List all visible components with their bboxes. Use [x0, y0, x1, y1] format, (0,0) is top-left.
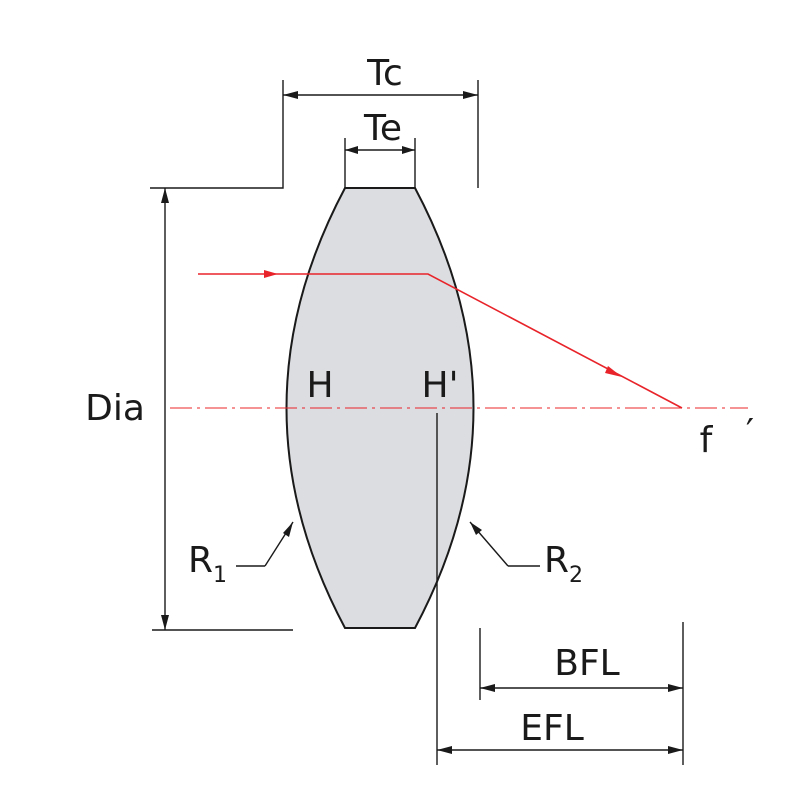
te-dimension	[344, 138, 416, 188]
focal-point-label: f	[700, 420, 714, 461]
r1-leader	[236, 521, 294, 567]
bfl-dimension	[479, 622, 684, 765]
ray-arrow-refracted	[605, 366, 622, 377]
r2-label: R2	[544, 540, 583, 588]
ray-arrow-incoming	[264, 270, 278, 278]
dia-label: Dia	[85, 388, 145, 429]
te-label: Te	[363, 108, 402, 149]
h-prime-label: H'	[422, 365, 459, 406]
efl-dimension	[437, 746, 683, 754]
h-label: H	[306, 365, 333, 406]
bfl-label: BFL	[554, 643, 619, 684]
efl-label: EFL	[520, 708, 584, 749]
dia-dimension	[152, 188, 293, 631]
r2-leader	[469, 521, 540, 567]
r1-label: R1	[188, 540, 227, 588]
focal-point-prime: ′	[746, 412, 754, 453]
tc-label: Tc	[366, 53, 403, 94]
tc-dimension	[150, 80, 479, 189]
